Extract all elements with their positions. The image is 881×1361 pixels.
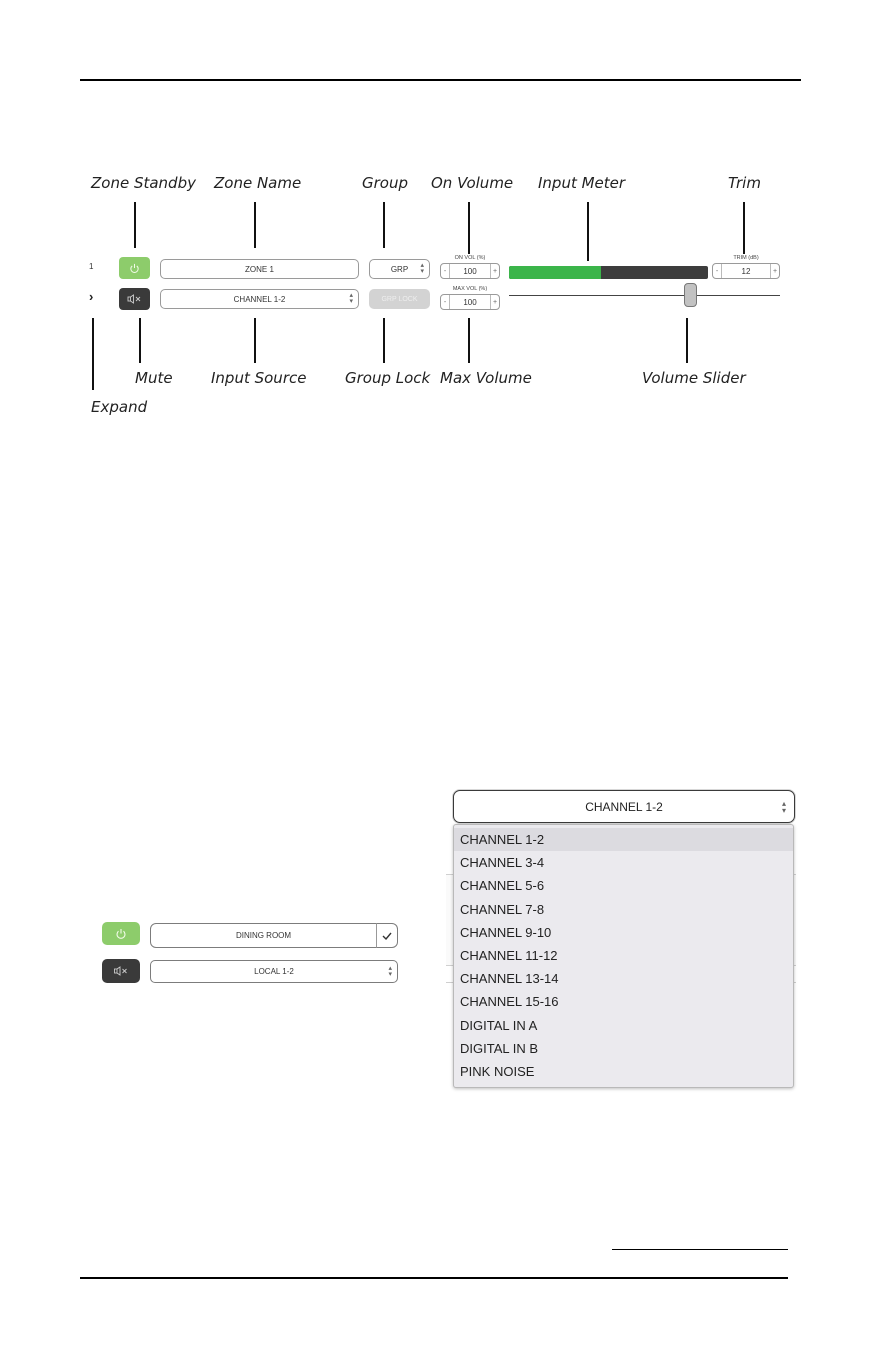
zone-number: 1: [89, 262, 94, 271]
zone-name-edit-field[interactable]: DINING ROOM: [150, 923, 377, 948]
group-lock-button[interactable]: GRP LOCK: [369, 289, 430, 309]
on-volume-stepper[interactable]: - 100 +: [440, 263, 500, 279]
input-source-select[interactable]: CHANNEL 1-2 ▴▾: [160, 289, 359, 309]
leader-line: [383, 318, 385, 363]
leader-line: [383, 202, 385, 248]
footer-short-rule: [612, 1249, 788, 1250]
volume-slider-thumb[interactable]: [684, 283, 698, 307]
dropdown-option[interactable]: CHANNEL 15-16: [460, 994, 559, 1010]
leader-line: [468, 318, 470, 363]
callout-expand: Expand: [91, 398, 148, 416]
zone-name-edit-value: DINING ROOM: [235, 931, 292, 940]
zone-name-field[interactable]: ZONE 1: [160, 259, 359, 279]
power-icon: [116, 928, 126, 939]
leader-line: [134, 202, 136, 248]
on-vol-decrement-button[interactable]: -: [441, 264, 450, 278]
callout-trim: Trim: [728, 174, 761, 192]
trim-stepper[interactable]: - 12 +: [712, 263, 780, 279]
leader-line: [468, 202, 470, 254]
select-arrows-icon: ▴▾: [781, 798, 786, 815]
select-arrows-icon: ▴▾: [349, 292, 353, 305]
trim-increment-button[interactable]: +: [770, 264, 779, 278]
source-dropdown-list: CHANNEL 1-2 CHANNEL 3-4 CHANNEL 5-6 CHAN…: [453, 824, 794, 1088]
dropdown-option[interactable]: DIGITAL IN B: [460, 1040, 539, 1056]
speaker-muted-icon: [114, 966, 127, 976]
callout-zone-standby: Zone Standby: [91, 174, 196, 192]
callout-group-lock: Group Lock: [345, 369, 431, 387]
mute-button[interactable]: [119, 288, 150, 310]
leader-line: [743, 202, 745, 254]
mute-button[interactable]: [102, 959, 140, 983]
dropdown-option[interactable]: CHANNEL 9-10: [460, 924, 552, 940]
zone-name-value: ZONE 1: [245, 264, 274, 274]
select-arrows-icon: ▴▾: [388, 964, 392, 978]
confirm-button[interactable]: [376, 923, 398, 948]
input-source-value: CHANNEL 1-2: [233, 294, 286, 304]
zone-standby-button[interactable]: [102, 922, 140, 945]
source-select-open[interactable]: CHANNEL 1-2 ▴▾: [453, 790, 795, 823]
on-vol-label: ON VOL (%): [454, 255, 486, 261]
max-vol-increment-button[interactable]: +: [490, 295, 499, 309]
zone-standby-button[interactable]: [119, 257, 150, 279]
dropdown-option[interactable]: CHANNEL 7-8: [460, 901, 545, 917]
input-meter: [509, 266, 708, 279]
leader-line: [587, 202, 589, 261]
callout-mute: Mute: [135, 369, 173, 387]
callout-volume-slider: Volume Slider: [642, 369, 746, 387]
group-lock-label: GRP LOCK: [381, 295, 418, 303]
select-arrows-icon: ▴▾: [420, 262, 424, 275]
leader-line: [254, 202, 256, 248]
leader-line: [139, 318, 141, 363]
input-source-value: LOCAL 1-2: [254, 967, 294, 976]
footer-rule: [80, 1277, 788, 1279]
power-icon: [130, 263, 139, 273]
dropdown-option[interactable]: CHANNEL 1-2: [454, 828, 793, 852]
max-vol-value: 100: [463, 297, 477, 307]
input-source-select[interactable]: LOCAL 1-2 ▴▾: [150, 960, 398, 983]
leader-line: [686, 318, 688, 363]
group-select-value: GRP: [390, 264, 409, 274]
speaker-muted-icon: [127, 294, 141, 304]
callout-zone-name: Zone Name: [214, 174, 302, 192]
dropdown-option[interactable]: CHANNEL 5-6: [460, 878, 545, 894]
checkmark-icon: [382, 932, 392, 940]
dropdown-option[interactable]: DIGITAL IN A: [460, 1017, 538, 1033]
max-vol-label: MAX VOL (%): [452, 286, 488, 292]
expand-chevron-icon[interactable]: ›: [89, 289, 94, 304]
max-vol-decrement-button[interactable]: -: [441, 295, 450, 309]
callout-max-volume: Max Volume: [440, 369, 532, 387]
source-select-value: CHANNEL 1-2: [585, 799, 663, 814]
trim-decrement-button[interactable]: -: [713, 264, 722, 278]
trim-label: TRIM (dB): [733, 255, 759, 261]
header-rule: [80, 79, 801, 81]
dropdown-option[interactable]: CHANNEL 13-14: [460, 971, 559, 987]
callout-on-volume: On Volume: [431, 174, 514, 192]
trim-value: 12: [741, 266, 751, 276]
callout-group: Group: [362, 174, 408, 192]
dropdown-option[interactable]: CHANNEL 11-12: [460, 947, 558, 963]
input-meter-fill: [509, 266, 601, 279]
leader-line: [92, 318, 94, 390]
callout-input-source: Input Source: [211, 369, 307, 387]
on-vol-increment-button[interactable]: +: [490, 264, 499, 278]
volume-slider-track[interactable]: [509, 295, 780, 296]
on-vol-value: 100: [463, 266, 477, 276]
dropdown-option[interactable]: PINK NOISE: [460, 1063, 535, 1079]
dropdown-option[interactable]: CHANNEL 3-4: [460, 855, 545, 871]
callout-input-meter: Input Meter: [538, 174, 626, 192]
group-select[interactable]: GRP ▴▾: [369, 259, 430, 279]
max-volume-stepper[interactable]: - 100 +: [440, 294, 500, 310]
leader-line: [254, 318, 256, 363]
